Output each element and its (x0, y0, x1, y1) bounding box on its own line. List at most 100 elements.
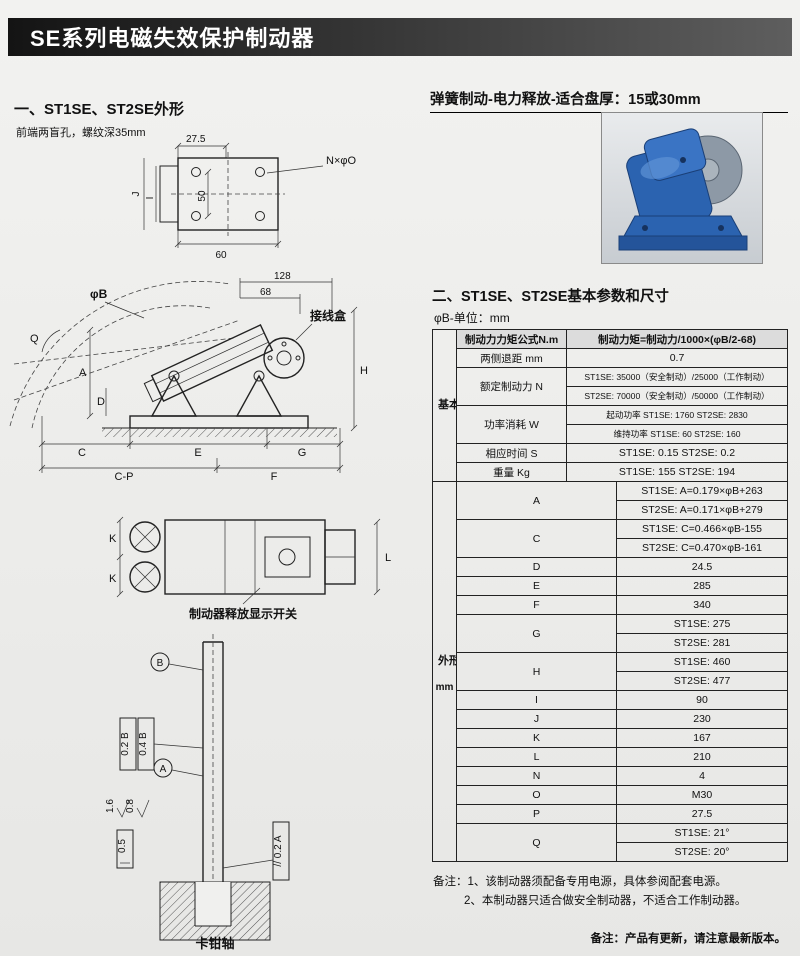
table-row: L 210 (433, 747, 788, 767)
param-value: 90 (616, 690, 788, 710)
param-value: 27.5 (616, 804, 788, 824)
param-value: ST1SE: 275 (616, 614, 788, 634)
param-value: 24.5 (616, 557, 788, 577)
param-name: 功率消耗 W (456, 405, 567, 444)
param-value: ST2SE: 20° (616, 842, 788, 862)
note-2: 2、本制动器只适合做安全制动器，不适合工作制动器。 (464, 895, 747, 907)
table-row: C ST1SE: C=0.466×φB-155 (433, 519, 788, 558)
param-name: A (456, 481, 617, 520)
dim-c: C (78, 447, 86, 459)
param-value: 210 (616, 747, 788, 767)
param-name: 额定制动力 N (456, 367, 567, 406)
param-name: 制动力力矩公式N.m (456, 329, 567, 349)
roughness-2: 0.8 (125, 799, 136, 813)
param-name: 相应时间 S (456, 443, 567, 463)
group-basic-cell: 基本参数 (432, 329, 457, 482)
param-value: ST2SE: A=0.171×φB+279 (616, 500, 788, 520)
param-name: H (456, 652, 617, 691)
datum-a-label: A (160, 764, 167, 775)
caliper-shaft-label: 卡钳轴 (195, 936, 234, 951)
shaft-drawing: B A 0.2 B 0.4 B 1.6 0.8 0.5 // 0.2 A 卡钳轴 (105, 634, 290, 951)
table-row: 基本参数 制动力力矩公式N.m 制动力矩=制动力/1000×(φB/2-68) (432, 329, 788, 482)
parameters-table: 基本参数 制动力力矩公式N.m 制动力矩=制动力/1000×(φB/2-68) … (432, 329, 788, 862)
top-view-drawing: K K L 制动器释放显示开关 (109, 516, 391, 621)
param-value: 167 (616, 728, 788, 748)
table-row: 重量 Kg ST1SE: 155 ST2SE: 194 (433, 462, 788, 482)
table-row: I 90 (433, 690, 788, 710)
tolerance-1: 0.2 B (120, 732, 131, 756)
dim-h: H (360, 365, 368, 377)
table-row: 功率消耗 W 起动功率 ST1SE: 1760 ST2SE: 2830 (433, 405, 788, 444)
angle-q-label: Q (30, 333, 39, 345)
footer-note: 备注：产品有更新，请注意最新版本。 (590, 933, 787, 945)
table-row: 外形尺寸 mm A ST1SE: A=0.179×φB+263 (432, 481, 788, 862)
param-name: F (456, 595, 617, 615)
param-value: ST1SE: 0.15 ST2SE: 0.2 (566, 443, 788, 463)
table-row: D 24.5 (433, 557, 788, 577)
table-row: ST2SE: 20° (433, 842, 788, 862)
table-row: F 340 (433, 595, 788, 615)
dim-k2: K (109, 573, 117, 585)
param-value: ST1SE: 35000（安全制动）/25000（工作制动） (566, 367, 788, 387)
unit-note: φB-单位：mm (434, 311, 510, 325)
param-name: Q (456, 823, 617, 862)
roughness-1: 1.6 (105, 799, 116, 813)
group-dims-unit: mm (435, 681, 454, 693)
group-basic-label: 基本参数 (438, 398, 456, 411)
table-row: G ST1SE: 275 (433, 614, 788, 653)
param-value: ST2SE: 70000（安全制动）/50000（工作制动） (566, 386, 788, 406)
flange-holes-label: N×φO (326, 155, 357, 167)
param-name: D (456, 557, 617, 577)
param-value: 制动力矩=制动力/1000×(φB/2-68) (566, 329, 788, 349)
dim-l: L (385, 552, 391, 564)
param-name: C (456, 519, 617, 558)
param-name: P (456, 804, 617, 824)
dim-d: D (97, 396, 105, 408)
param-value: ST1SE: A=0.179×φB+263 (616, 481, 788, 501)
table-row: 两侧退距 mm 0.7 (433, 348, 788, 368)
section1-title: 一、ST1SE、ST2SE外形 (14, 101, 185, 118)
product-photo (601, 112, 763, 264)
param-name: K (456, 728, 617, 748)
dim-f: F (271, 471, 278, 483)
junction-box-label: 接线盒 (310, 308, 347, 323)
table-row: 相应时间 S ST1SE: 0.15 ST2SE: 0.2 (433, 443, 788, 463)
flange-dim-i: I (145, 197, 156, 200)
param-name: G (456, 614, 617, 653)
header-bar: SE系列电磁失效保护制动器 (8, 18, 792, 56)
page-title: SE系列电磁失效保护制动器 (30, 26, 315, 51)
table-row: J 230 (433, 709, 788, 729)
param-value: ST2SE: 281 (616, 633, 788, 653)
param-value: ST1SE: 21° (616, 823, 788, 843)
param-name: I (456, 690, 617, 710)
dim-cp: C-P (115, 471, 134, 483)
param-value: 0.7 (566, 348, 788, 368)
brake-body (626, 128, 713, 233)
release-switch-label: 制动器释放显示开关 (189, 606, 297, 621)
param-value: ST2SE: C=0.470×φB-161 (616, 538, 788, 558)
table-row: Q ST1SE: 21° (433, 823, 788, 862)
product-subtitle: 弹簧制动-电力释放-适合盘厚：15或30mm (430, 88, 788, 113)
table-row: E 285 (433, 576, 788, 596)
param-value: 285 (616, 576, 788, 596)
table-row: ST2SE: 281 (433, 633, 788, 653)
flange-dim-j: J (131, 192, 142, 197)
param-name: J (456, 709, 617, 729)
table-row: P 27.5 (433, 804, 788, 824)
dim-a: A (79, 367, 87, 379)
dim-k1: K (109, 533, 117, 545)
group-dims-cell: 外形尺寸 mm (432, 481, 457, 862)
table-row: N 4 (433, 766, 788, 786)
dim-g: G (298, 447, 307, 459)
phi-b-label: φB (90, 287, 108, 301)
product-photo-illustration (618, 128, 748, 251)
table-row: 额定制动力 N ST1SE: 35000（安全制动）/25000（工作制动） (433, 367, 788, 406)
param-value: 起动功率 ST1SE: 1760 ST2SE: 2830 (566, 405, 788, 425)
flange-drawing: 前端两盲孔，螺纹深35mm 27.5 50 N×φO 60 J I (16, 125, 357, 261)
param-value: 4 (616, 766, 788, 786)
param-name: O (456, 785, 617, 805)
tolerance-2: 0.4 B (138, 732, 149, 756)
flange-dim-top: 27.5 (186, 134, 206, 145)
param-value: ST2SE: 477 (616, 671, 788, 691)
